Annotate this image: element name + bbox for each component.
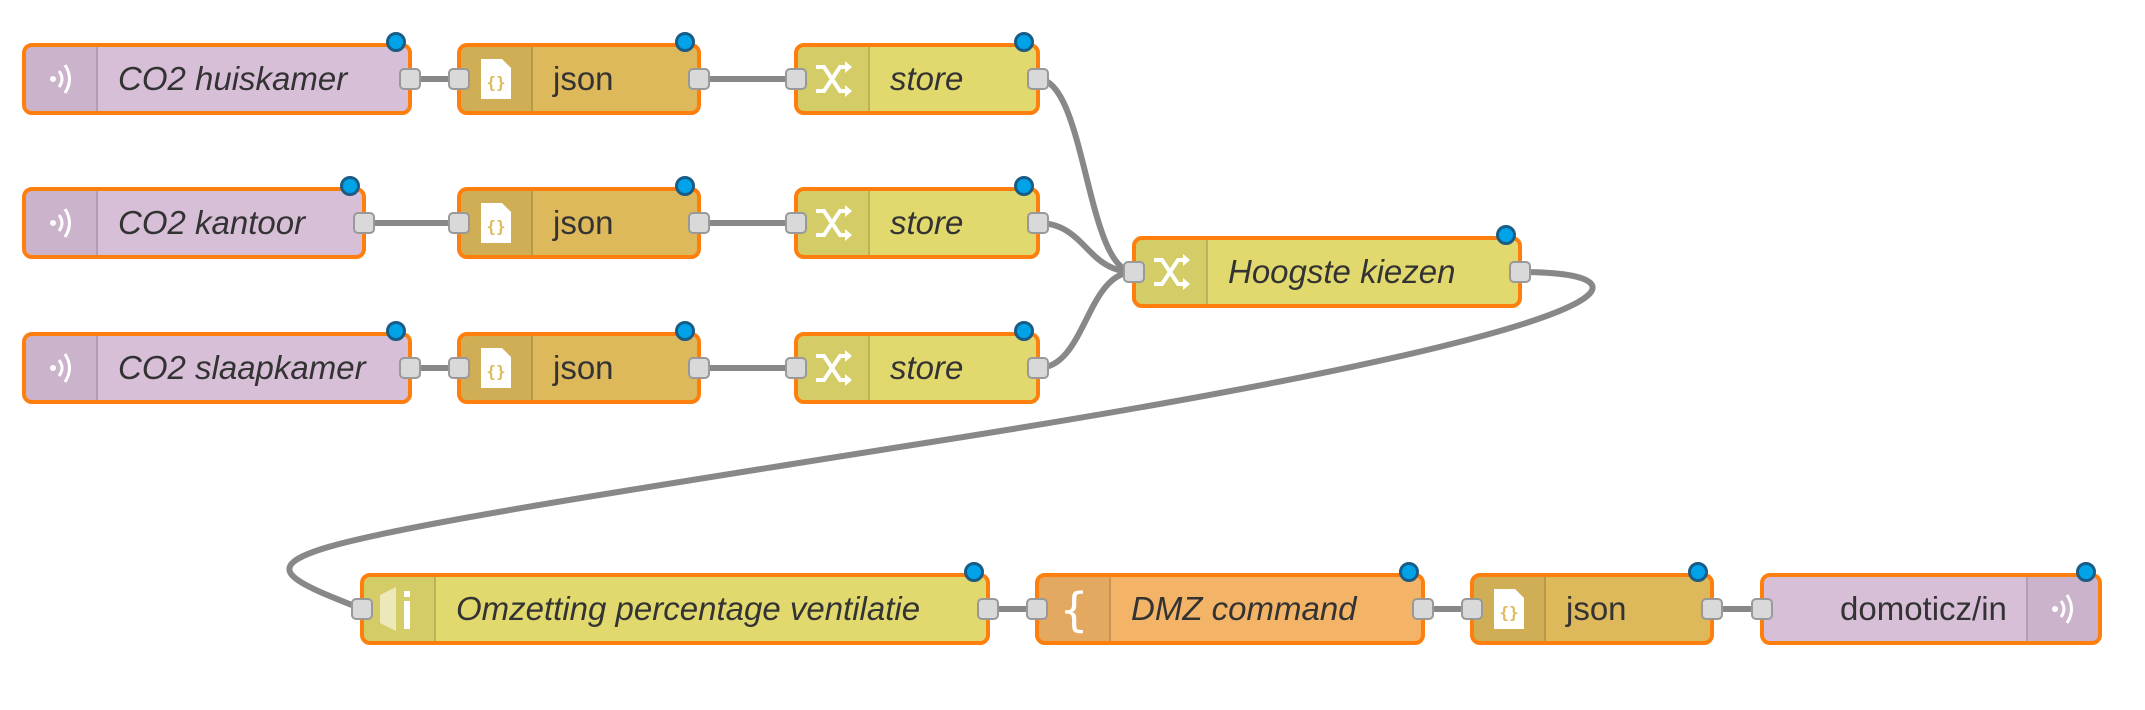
output-port[interactable] (688, 357, 710, 379)
node-label: json (553, 204, 614, 241)
mqtt-wave-icon (26, 47, 98, 111)
node-label: CO2 huiskamer (118, 60, 348, 97)
wire-n7-n10[interactable] (1037, 76, 1135, 275)
mqtt-wave-icon (2026, 577, 2098, 641)
output-port[interactable] (1027, 212, 1049, 234)
mqtt-in-node-co2-kantoor[interactable]: CO2 kantoor (22, 176, 375, 259)
changed-status-dot (964, 562, 984, 582)
svg-text:{}: {} (486, 362, 505, 381)
wire-n9-n10[interactable] (1037, 269, 1135, 371)
input-port[interactable] (448, 357, 470, 379)
changed-status-dot (1014, 32, 1034, 52)
mqtt-in-node-co2-huiskamer[interactable]: CO2 huiskamer (22, 32, 421, 115)
input-port[interactable] (785, 357, 807, 379)
json-file-icon: {} (461, 336, 533, 400)
node-label: Omzetting percentage ventilatie (456, 590, 921, 627)
shuffle-icon (798, 191, 870, 255)
json-node-3[interactable]: {} json (448, 321, 710, 404)
output-port[interactable] (1701, 598, 1723, 620)
output-port[interactable] (399, 68, 421, 90)
input-port[interactable] (1026, 598, 1048, 620)
node-label: store (890, 204, 964, 241)
json-file-icon: {} (461, 47, 533, 111)
changed-status-dot (675, 32, 695, 52)
shuffle-icon (1136, 240, 1208, 304)
output-port[interactable] (353, 212, 375, 234)
change-node-store-2[interactable]: store (785, 176, 1049, 259)
input-port[interactable] (1123, 261, 1145, 283)
svg-text:{}: {} (486, 217, 505, 236)
mqtt-wave-icon (26, 336, 98, 400)
node-label: store (890, 60, 964, 97)
output-port[interactable] (688, 68, 710, 90)
changed-status-dot (1399, 562, 1419, 582)
range-icon (364, 577, 436, 641)
changed-status-dot (386, 32, 406, 52)
changed-status-dot (1688, 562, 1708, 582)
node-label: json (553, 60, 614, 97)
output-port[interactable] (1027, 357, 1049, 379)
json-node-1[interactable]: {} json (448, 32, 710, 115)
output-port[interactable] (1412, 598, 1434, 620)
change-node-store-3[interactable]: store (785, 321, 1049, 404)
changed-status-dot (1014, 321, 1034, 341)
svg-text:{}: {} (1499, 603, 1518, 622)
node-label: json (553, 349, 614, 386)
json-file-icon: {} (461, 191, 533, 255)
svg-text:{: { (1059, 584, 1088, 634)
changed-status-dot (386, 321, 406, 341)
wire-n10-n11[interactable] (286, 269, 1596, 612)
output-port[interactable] (399, 357, 421, 379)
output-port[interactable] (688, 212, 710, 234)
wire-n8-n10[interactable] (1037, 220, 1135, 275)
input-port[interactable] (785, 212, 807, 234)
node-label: DMZ command (1131, 590, 1357, 627)
input-port[interactable] (1461, 598, 1483, 620)
brace-icon: { (1039, 577, 1111, 641)
shuffle-icon (798, 336, 870, 400)
input-port[interactable] (448, 68, 470, 90)
input-port[interactable] (1751, 598, 1773, 620)
output-port[interactable] (1509, 261, 1531, 283)
changed-status-dot (340, 176, 360, 196)
output-port[interactable] (977, 598, 999, 620)
changed-status-dot (675, 176, 695, 196)
json-node-2[interactable]: {} json (448, 176, 710, 259)
input-port[interactable] (448, 212, 470, 234)
mqtt-wave-icon (26, 191, 98, 255)
json-node-4[interactable]: {} json (1461, 562, 1723, 645)
json-file-icon: {} (1474, 577, 1546, 641)
input-port[interactable] (785, 68, 807, 90)
node-label: CO2 kantoor (118, 204, 306, 241)
shuffle-icon (798, 47, 870, 111)
mqtt-in-node-co2-slaapkamer[interactable]: CO2 slaapkamer (22, 321, 421, 404)
change-node-store-1[interactable]: store (785, 32, 1049, 115)
changed-status-dot (675, 321, 695, 341)
svg-text:{}: {} (486, 73, 505, 92)
template-node-dmz-command[interactable]: { DMZ command (1026, 562, 1434, 645)
node-label: CO2 slaapkamer (118, 349, 366, 386)
input-port[interactable] (351, 598, 373, 620)
changed-status-dot (1014, 176, 1034, 196)
output-port[interactable] (1027, 68, 1049, 90)
range-node-omzetting[interactable]: Omzetting percentage ventilatie (351, 562, 999, 645)
node-label: json (1566, 590, 1627, 627)
change-node-hoogste-kiezen[interactable]: Hoogste kiezen (1123, 225, 1531, 308)
node-label: domoticz/in (1840, 590, 2007, 627)
node-label: store (890, 349, 964, 386)
node-label: Hoogste kiezen (1228, 253, 1456, 290)
changed-status-dot (1496, 225, 1516, 245)
mqtt-out-node-domoticz-in[interactable]: domoticz/in (1751, 562, 2102, 645)
changed-status-dot (2076, 562, 2096, 582)
